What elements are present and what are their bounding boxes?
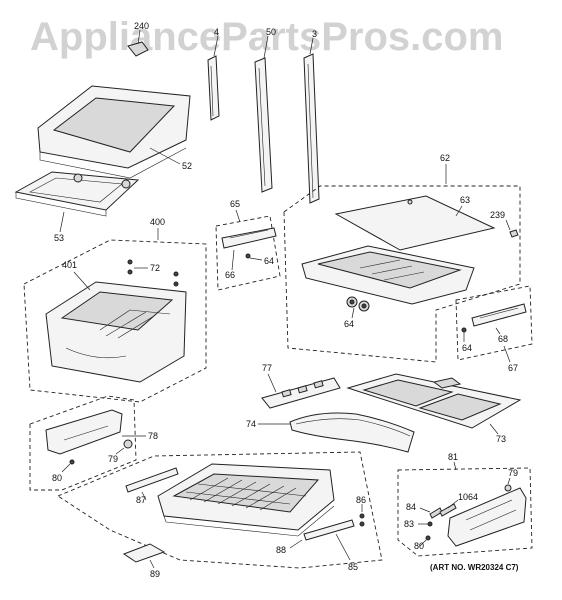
label-77: 77 [262,363,272,373]
group-78-boundary [29,395,137,491]
part-72-screws[interactable] [127,259,179,287]
part-68-bracket[interactable] [471,303,527,335]
part-4-rail[interactable] [207,35,220,121]
label-80-b: 80 [414,541,424,551]
label-4: 4 [214,27,219,37]
part-86-screws[interactable] [359,504,365,527]
part-83-screw[interactable] [418,521,433,527]
part-62-shelf-frame[interactable] [301,245,475,305]
part-64-nuts-b[interactable] [346,296,370,319]
label-239: 239 [490,210,505,220]
part-239-clip[interactable] [505,219,519,238]
part-80-screw-a[interactable] [61,459,75,473]
group-62-boundary [283,185,521,363]
group-85-boundary [57,451,383,569]
part-3-rail[interactable] [303,37,320,204]
part-80-screw-b[interactable] [419,535,431,547]
part-77-vent[interactable] [261,373,341,409]
label-84: 84 [406,502,416,512]
label-240: 240 [134,21,149,31]
label-50: 50 [266,27,276,37]
label-73: 73 [496,434,506,444]
art-number: (ART NO. WR20324 C7) [430,563,519,572]
part-85-basket[interactable] [157,463,335,537]
part-52-shelf-frame[interactable] [37,85,191,179]
label-62: 62 [440,153,450,163]
label-81: 81 [448,452,458,462]
group-65-boundary [215,215,281,291]
part-74-cover[interactable] [258,412,415,453]
part-87-rail[interactable] [125,467,179,501]
part-63-glass-panel[interactable] [334,195,496,251]
part-66-bracket[interactable] [221,227,277,271]
part-401-drawer[interactable] [45,271,187,383]
label-65: 65 [230,199,240,209]
group-400-boundary [23,239,207,403]
label-67: 67 [508,363,518,373]
label-80-a: 80 [52,473,62,483]
group-81-boundary [397,467,533,557]
label-66: 66 [225,270,235,280]
label-74: 74 [246,419,256,429]
label-83: 83 [404,519,414,529]
label-68: 68 [498,334,508,344]
part-240-clip[interactable] [127,29,149,57]
label-401: 401 [62,260,77,270]
label-78: 78 [148,431,158,441]
part-78-slide[interactable] [45,409,146,455]
label-89: 89 [150,569,160,579]
label-88: 88 [276,545,286,555]
part-64-screw-c[interactable] [461,327,467,342]
part-79-screw-a[interactable] [115,439,133,455]
part-73-tray[interactable] [346,373,522,435]
part-1064-cover[interactable] [439,499,459,517]
label-79-a: 79 [108,454,118,464]
part-50-rail[interactable] [254,35,273,193]
label-52: 52 [182,161,192,171]
label-72: 72 [150,263,160,273]
part-64-screw-a[interactable] [245,253,263,261]
label-64-c: 64 [462,343,472,353]
label-64-a: 64 [264,256,274,266]
label-87: 87 [136,495,146,505]
part-53-shelf-insert[interactable] [14,171,140,233]
part-79-screw-b[interactable] [504,477,512,492]
label-400: 400 [150,217,165,227]
part-89-clip[interactable] [122,543,166,569]
label-53: 53 [54,233,64,243]
label-79-b: 79 [508,468,518,478]
group-67-boundary [455,285,533,361]
watermark-text: AppliancePartsPros.com [30,15,504,59]
label-64-b: 64 [344,319,354,329]
label-3: 3 [312,29,317,39]
label-86: 86 [356,495,366,505]
part-81-slide[interactable] [447,487,527,547]
label-1064: 1064 [458,492,478,502]
label-85: 85 [348,562,358,572]
part-88-rail[interactable] [289,519,355,549]
label-63: 63 [460,195,470,205]
part-84-clip[interactable] [419,507,443,519]
